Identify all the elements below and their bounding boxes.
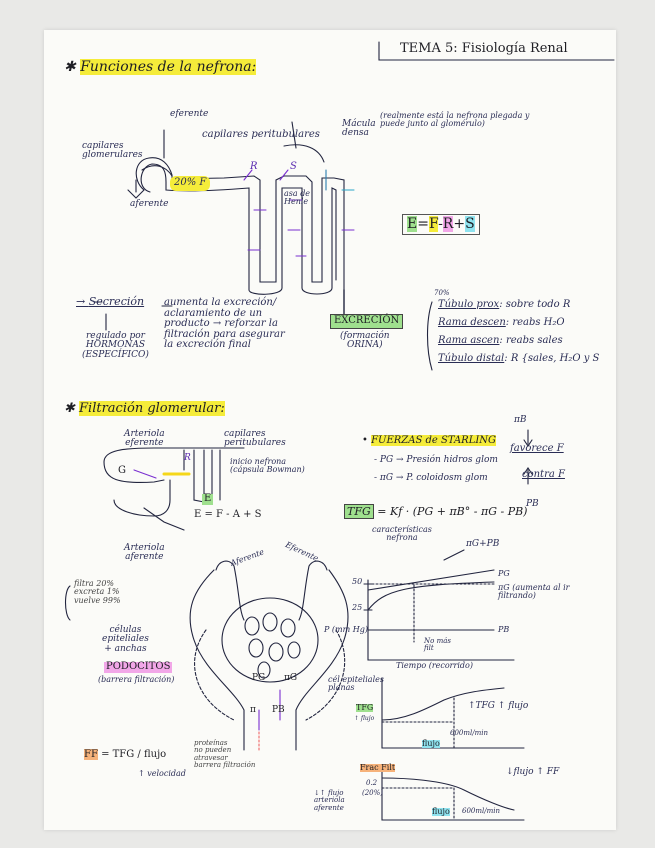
chart1-series-pg: PG bbox=[498, 570, 510, 578]
chart3-tick: 0.2 bbox=[366, 780, 377, 787]
chart1-series-pig: πG (aumenta al ir filtrando) bbox=[498, 584, 570, 601]
secrecion-label: → Secreción bbox=[76, 296, 144, 308]
chart2-xlabel2: 600ml/min bbox=[450, 730, 488, 737]
eferente-label: eferente bbox=[170, 110, 208, 119]
excrecion-label: EXCRECIÓN bbox=[330, 314, 403, 329]
chart1-series-pig-pb: πG+PB bbox=[466, 540, 499, 549]
s-label: S bbox=[290, 162, 297, 173]
e-label: E bbox=[202, 494, 213, 505]
aferente-label: aferente bbox=[130, 200, 168, 209]
tubule-row: Rama descen: reabs H₂O bbox=[438, 318, 565, 329]
pb-top-label: πB bbox=[514, 416, 527, 425]
section2-title: ✱ Filtración glomerular: bbox=[64, 402, 225, 416]
tubule-name: Rama ascen bbox=[438, 335, 499, 346]
fuerzas-text: FUERZAS de STARLING bbox=[371, 435, 496, 446]
section2-title-text: Filtración glomerular: bbox=[79, 401, 225, 416]
tubule-text: : reabs sales bbox=[499, 335, 562, 346]
tfg-label: TFG bbox=[344, 504, 374, 519]
g-label: G bbox=[118, 466, 126, 477]
percent-20-label: 20% F bbox=[170, 176, 210, 191]
chart1-tick-50: 50 bbox=[352, 578, 362, 586]
macula-densa-label: Mácula densa bbox=[342, 120, 376, 139]
pb-bottom-label: PB bbox=[526, 500, 539, 509]
chart1-annotation: No más filt bbox=[424, 638, 451, 653]
cel-planas-label: cél epiteliales planas bbox=[328, 676, 384, 693]
section1-title: ✱ Funciones de la nefrona: bbox=[64, 60, 256, 75]
macula-note: (realmente está la nefrona plegada y pue… bbox=[380, 112, 529, 129]
capilares-peri-label-2: capilares peritubulares bbox=[224, 430, 286, 449]
arteriola-aferente-label: Arteriola aferente bbox=[124, 544, 165, 563]
asa-henle-label: asa de Henle bbox=[284, 190, 310, 207]
chart1-tick-25: 25 bbox=[352, 604, 362, 612]
chart1-ylabel: P (mm Hg) bbox=[324, 626, 368, 634]
tfg-eq: = Kf · (PG + πB° - πG - PB) bbox=[377, 505, 527, 518]
podocitos-label: PODOCITOS bbox=[104, 662, 172, 673]
equation-2: E = F - A + S bbox=[194, 510, 262, 521]
force-2: - πG → P. coloidosm glom bbox=[374, 474, 488, 483]
formacion-orina-label: (formación ORINA) bbox=[340, 332, 390, 351]
favorece-label: favorece F bbox=[510, 444, 564, 455]
chart3-left-note: ↓↑ flujo arteriola aferente bbox=[314, 790, 345, 812]
tubule-name: Túbulo distal bbox=[438, 353, 504, 364]
proteinas-note: proteínas no pueden atravesar barrera fi… bbox=[194, 740, 255, 769]
barrera-label: (barrera filtración) bbox=[98, 676, 174, 684]
chart3-tick-pct: (20%) bbox=[362, 790, 383, 797]
equation-box: E=F-R+S bbox=[402, 214, 480, 235]
pig-label: πG bbox=[284, 674, 297, 683]
chart1-series-pb: PB bbox=[498, 626, 509, 634]
r-label-2: R bbox=[184, 454, 191, 463]
contra-label: contra F bbox=[522, 470, 565, 481]
eq-e: E bbox=[407, 216, 417, 232]
caracteristicas-label: características nefrona bbox=[372, 526, 432, 543]
chart1-xlabel: Tiempo (recorrido) bbox=[396, 662, 473, 670]
capilares-glom-label: capilares glomerulares bbox=[82, 142, 143, 161]
eq-s: S bbox=[465, 216, 475, 232]
chart2-ylabel2: ↑ flujo bbox=[354, 716, 374, 722]
notebook-page: TEMA 5: Fisiología Renal ✱ Funciones de … bbox=[44, 30, 616, 830]
ff-label: FF bbox=[84, 749, 98, 760]
tubule-text: : reabs H₂O bbox=[506, 317, 565, 328]
r-label: R bbox=[250, 162, 258, 173]
arteriola-eferente-label: Arteriola eferente bbox=[124, 430, 165, 449]
topic-title: TEMA 5: Fisiología Renal bbox=[400, 42, 568, 56]
ff-equation: FF = TFG / flujo bbox=[84, 750, 166, 761]
tubule-text: : R {sales, H₂O y S bbox=[504, 353, 599, 364]
tubule-prox-note: 70% bbox=[434, 290, 450, 297]
ff-eq: = TFG / flujo bbox=[101, 749, 166, 760]
fuerzas-starling: • FUERZAS de STARLING bbox=[362, 436, 496, 447]
capilares-peri-label: capilares peritubulares bbox=[202, 130, 320, 141]
tubule-row: Túbulo distal: R {sales, H₂O y S bbox=[438, 354, 599, 365]
eq-r: R bbox=[443, 216, 454, 232]
pg-label: PG bbox=[252, 674, 265, 683]
pb-label: PB bbox=[272, 706, 285, 715]
inicio-nefrona-label: inicio nefrona (cápsula Bowman) bbox=[230, 458, 305, 475]
chart3-annotation: ↓flujo ↑ FF bbox=[506, 768, 559, 777]
chart2-xlabel: flujo bbox=[422, 740, 440, 748]
tfg-equation: TFG = Kf · (PG + πB° - πG - PB) bbox=[344, 506, 527, 518]
secrecion-explanation: aumenta la excreción/ aclaramiento de un… bbox=[164, 298, 285, 351]
eq-plus: + bbox=[453, 216, 465, 232]
tubule-name: Rama descen bbox=[438, 317, 506, 328]
force-1: - PG → Presión hidros glom bbox=[374, 456, 498, 465]
eq-equals: = bbox=[417, 216, 429, 232]
chart3-xlabel2: 600ml/min bbox=[462, 808, 500, 815]
secrecion-text: Secreción bbox=[89, 295, 144, 308]
chart3-ylabel: Frac Filt bbox=[360, 764, 395, 772]
pi-label: π bbox=[250, 706, 256, 715]
regulado-hormonas: regulado por HORMONAS (ESPECÍFICO) bbox=[82, 332, 149, 360]
celulas-label: células epiteliales + anchas bbox=[102, 626, 149, 654]
filtra-note: filtra 20% excreta 1% vuelve 99% bbox=[74, 580, 121, 605]
chart2-ylabel: TFG bbox=[356, 704, 373, 712]
tubule-row: Túbulo prox: sobre todo R bbox=[438, 300, 570, 311]
tubule-row: Rama ascen: reabs sales bbox=[438, 336, 563, 347]
section1-title-text: Funciones de la nefrona: bbox=[80, 59, 256, 75]
tubule-text: : sobre todo R bbox=[499, 299, 570, 310]
tubule-name: Túbulo prox bbox=[438, 299, 499, 310]
velocidad-label: ↑ velocidad bbox=[138, 770, 186, 778]
eq-f: F bbox=[429, 216, 438, 232]
chart3-xlabel: flujo bbox=[432, 808, 450, 816]
chart2-annotation: ↑TFG ↑ flujo bbox=[468, 702, 528, 711]
